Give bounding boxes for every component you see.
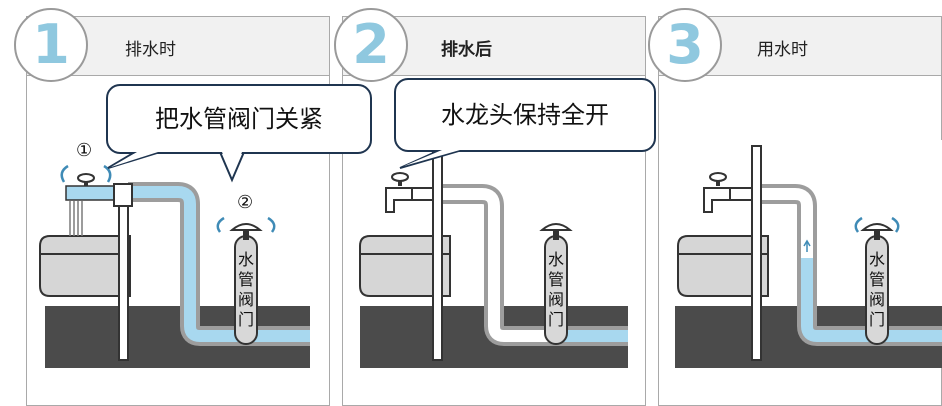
valve-label: 水管阀门 bbox=[868, 250, 885, 329]
step-number-badge bbox=[14, 8, 88, 82]
callout-keep-faucet-open: 水龙头保持全开 bbox=[394, 78, 656, 152]
callout-close-valve: 把水管阀门关紧 bbox=[106, 84, 372, 154]
marker-2: ② bbox=[237, 192, 254, 213]
step-number-badge bbox=[648, 8, 722, 82]
step-number: 1 bbox=[32, 13, 70, 76]
step-title: 排水后 bbox=[441, 40, 492, 60]
step-title: 排水时 bbox=[125, 40, 176, 60]
valve-label: 水管阀门 bbox=[237, 250, 254, 329]
step-title: 用水时 bbox=[757, 40, 808, 60]
step-number-badge bbox=[334, 8, 408, 82]
valve-label: 水管阀门 bbox=[547, 250, 564, 329]
step-number: 3 bbox=[666, 13, 704, 76]
marker-1: ① bbox=[76, 140, 93, 161]
step-number: 2 bbox=[352, 13, 390, 76]
